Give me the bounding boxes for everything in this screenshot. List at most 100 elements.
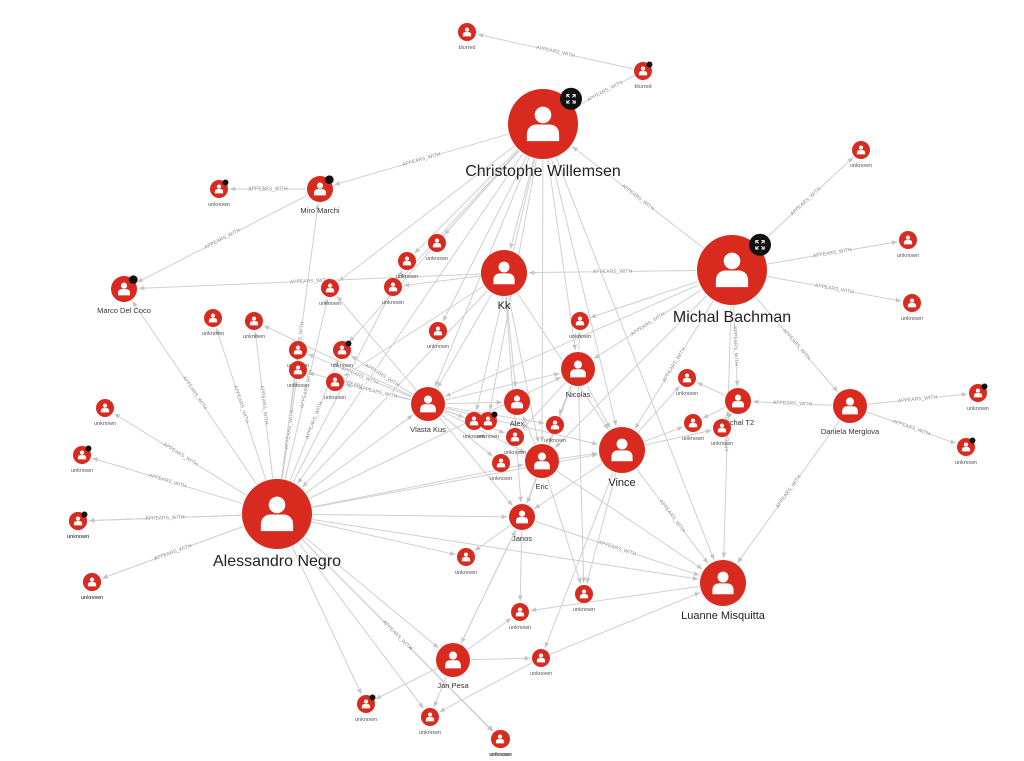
node-an[interactable]: Alessandro Negro: [213, 479, 341, 570]
node-lm[interactable]: Luanne Misquitta: [681, 560, 766, 622]
node-u30[interactable]: unknown: [67, 511, 89, 540]
node-u37[interactable]: unknown: [355, 694, 377, 723]
node-u15[interactable]: unknown: [324, 373, 346, 401]
node-mb[interactable]: Michal Bachman: [673, 233, 791, 326]
node-u8[interactable]: unknown: [901, 294, 923, 322]
node-u39[interactable]: unknown: [509, 603, 531, 631]
node-circle[interactable]: [458, 23, 476, 41]
node-circle[interactable]: [289, 341, 307, 359]
node-mt[interactable]: Michal T2: [722, 388, 754, 427]
node-u7[interactable]: unknown: [897, 231, 919, 259]
node-er[interactable]: Eric: [525, 444, 559, 491]
node-circle[interactable]: [508, 89, 578, 159]
node-circle[interactable]: [245, 312, 263, 330]
node-u21[interactable]: unknown: [967, 383, 989, 412]
node-u11[interactable]: unknown: [382, 278, 404, 306]
node-u5[interactable]: unknown: [202, 309, 224, 337]
node-circle[interactable]: [575, 585, 593, 603]
expand-button[interactable]: [560, 87, 582, 110]
node-circle[interactable]: [96, 399, 114, 417]
node-u23[interactable]: unknown: [569, 312, 591, 340]
node-circle[interactable]: [465, 412, 483, 430]
node-circle[interactable]: [398, 252, 416, 270]
node-circle[interactable]: [525, 444, 559, 478]
node-u18[interactable]: unknown: [676, 369, 698, 397]
node-mm[interactable]: Miro Marchi: [300, 175, 340, 215]
node-circle[interactable]: [421, 708, 439, 726]
node-b1[interactable]: blurred: [458, 23, 476, 51]
node-circle[interactable]: [509, 504, 535, 530]
node-circle[interactable]: [321, 279, 339, 297]
node-circle[interactable]: [384, 278, 402, 296]
node-u35[interactable]: unknown: [544, 416, 566, 444]
node-u25[interactable]: unknown: [71, 445, 93, 474]
node-circle[interactable]: [492, 454, 510, 472]
node-circle[interactable]: [700, 560, 746, 606]
node-circle[interactable]: [852, 141, 870, 159]
node-circle[interactable]: [571, 312, 589, 330]
node-circle[interactable]: [684, 414, 702, 432]
node-circle[interactable]: [561, 352, 595, 386]
node-circle[interactable]: [491, 730, 509, 748]
node-u19[interactable]: unknown: [682, 414, 704, 442]
node-u13[interactable]: unknown: [331, 340, 353, 369]
expand-button[interactable]: [749, 233, 771, 256]
node-u9[interactable]: unknown: [426, 234, 448, 262]
node-u34[interactable]: unknown: [504, 428, 526, 456]
node-u22[interactable]: unknown: [955, 437, 977, 466]
node-circle[interactable]: [511, 603, 529, 621]
node-u38[interactable]: unknown: [419, 708, 441, 736]
node-vi[interactable]: Vince: [599, 427, 645, 489]
node-u20[interactable]: unknown: [711, 419, 733, 447]
node-circle[interactable]: [457, 548, 475, 566]
node-u17[interactable]: unknown: [477, 411, 499, 440]
node-circle[interactable]: [713, 419, 731, 437]
node-u10[interactable]: unknown: [396, 252, 418, 280]
node-circle[interactable]: [697, 235, 767, 305]
node-u3[interactable]: unknown: [243, 312, 265, 340]
node-u33[interactable]: unknown: [455, 548, 477, 576]
node-circle[interactable]: [899, 231, 917, 249]
node-circle[interactable]: [725, 388, 751, 414]
node-circle[interactable]: [903, 294, 921, 312]
node-circle[interactable]: [429, 322, 447, 340]
node-alx[interactable]: Alex: [504, 389, 530, 428]
node-circle[interactable]: [436, 643, 470, 677]
node-circle[interactable]: [204, 309, 222, 327]
node-u16[interactable]: unknown: [463, 412, 485, 440]
node-circle[interactable]: [532, 649, 550, 667]
node-u4[interactable]: unknown: [319, 279, 341, 307]
node-u40[interactable]: unknown: [530, 649, 552, 677]
node-circle[interactable]: [428, 234, 446, 252]
node-ja[interactable]: Janos: [509, 504, 535, 543]
node-circle[interactable]: [289, 361, 307, 379]
node-circle[interactable]: [83, 573, 101, 591]
node-u36[interactable]: unknown: [573, 585, 595, 613]
node-u1[interactable]: unknown: [208, 179, 230, 208]
node-circle[interactable]: [504, 389, 530, 415]
node-cw[interactable]: Christophe Willemsen: [465, 87, 621, 180]
node-kk[interactable]: Kk: [481, 250, 527, 312]
node-circle[interactable]: [242, 479, 312, 549]
node-circle[interactable]: [481, 250, 527, 296]
node-dm[interactable]: Daniela Merglova: [821, 389, 880, 436]
node-u12[interactable]: unknown: [427, 322, 449, 350]
node-circle[interactable]: [506, 428, 524, 446]
node-circle[interactable]: [326, 373, 344, 391]
node-circle[interactable]: [833, 389, 867, 423]
node-vk[interactable]: Vlasta Kus: [410, 387, 446, 434]
node-u32[interactable]: unknown: [490, 454, 512, 482]
node-u6[interactable]: unknown: [850, 141, 872, 169]
node-circle[interactable]: [411, 387, 445, 421]
node-mdc[interactable]: Marco Del Coco: [97, 275, 151, 315]
node-u29[interactable]: unknown: [489, 730, 511, 758]
node-circle[interactable]: [599, 427, 645, 473]
node-u24[interactable]: unknown: [94, 399, 116, 427]
node-circle[interactable]: [546, 416, 564, 434]
node-u14[interactable]: unknown: [287, 361, 309, 389]
node-u31[interactable]: unknown: [81, 573, 103, 601]
node-circle[interactable]: [678, 369, 696, 387]
node-b2[interactable]: blurred: [634, 61, 653, 90]
node-ni[interactable]: Nicolas: [561, 352, 595, 399]
